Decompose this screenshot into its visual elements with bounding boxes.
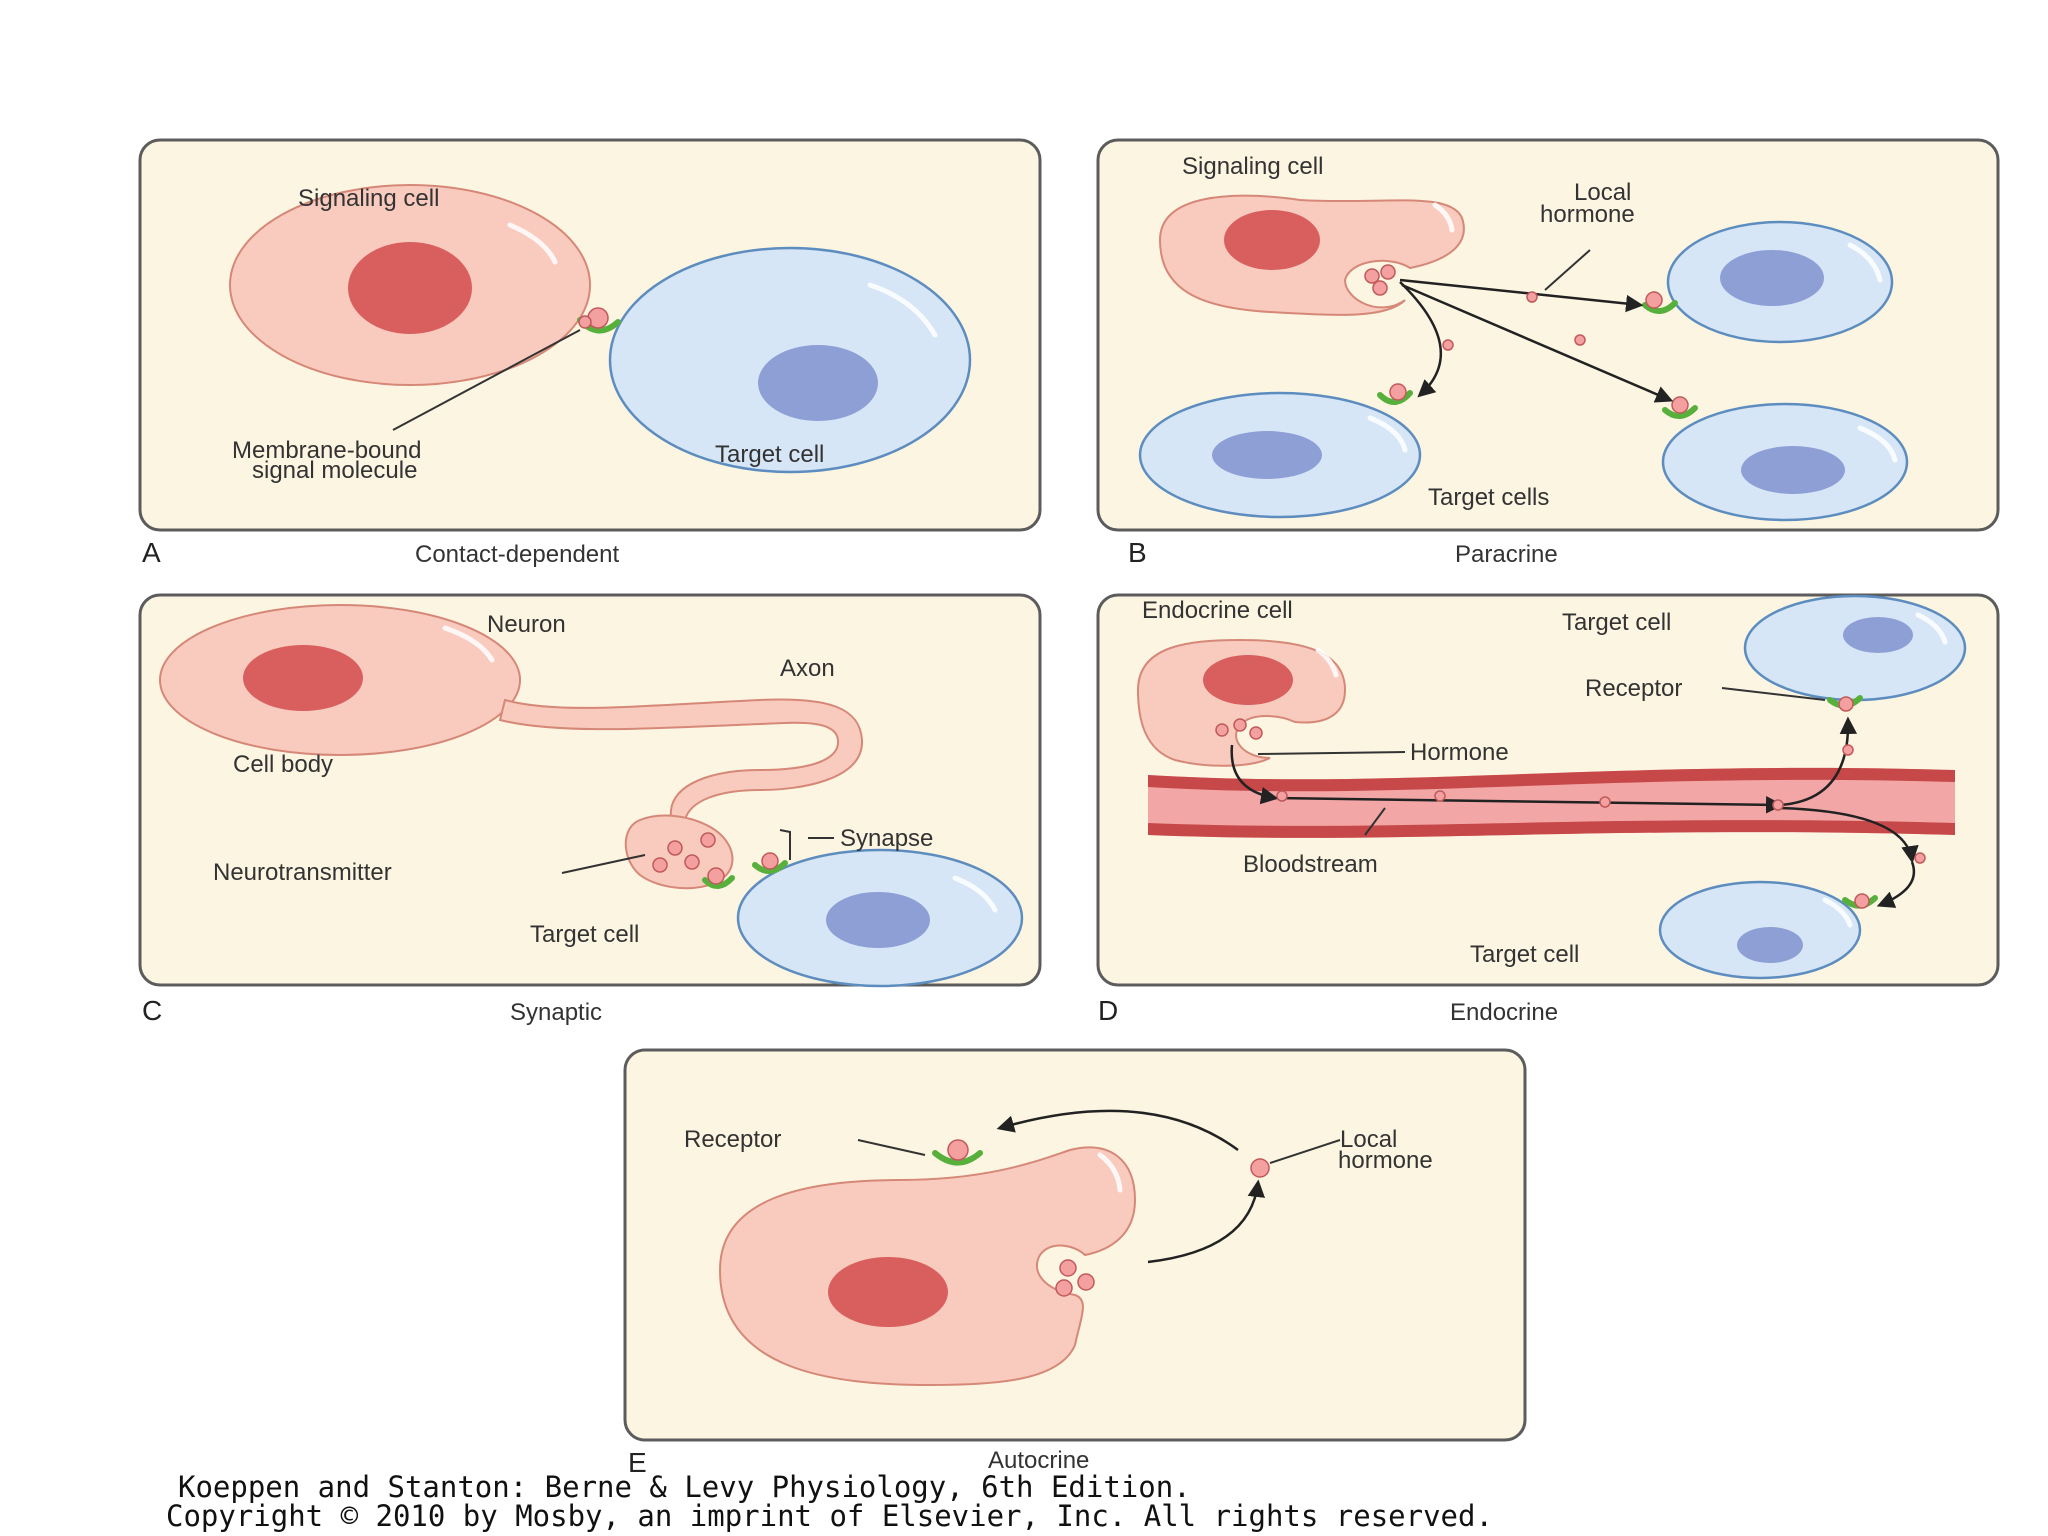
label-local-hormone-line1: Local bbox=[1340, 1126, 1397, 1153]
endocrine-cell bbox=[1136, 638, 1347, 767]
label-receptor: Receptor bbox=[1585, 675, 1682, 702]
label-hormone: Hormone bbox=[1410, 739, 1509, 766]
label-axon: Axon bbox=[780, 655, 835, 682]
target-cell-bottom bbox=[1658, 880, 1878, 980]
panel-letter-c: C bbox=[142, 995, 162, 1026]
target-cell bbox=[702, 848, 1024, 988]
signaling-cell bbox=[229, 184, 591, 386]
signaling-cell bbox=[1158, 194, 1465, 316]
label-signaling-cell: Signaling cell bbox=[298, 185, 439, 212]
label-target-cells: Target cells bbox=[1428, 484, 1549, 511]
label-local-hormone-line1: Local bbox=[1574, 179, 1631, 206]
label-signaling-cell: Signaling cell bbox=[1182, 153, 1323, 180]
autocrine-cell bbox=[718, 1146, 1137, 1387]
target-cell-right-top bbox=[1642, 220, 1894, 344]
caption-c: Synaptic bbox=[510, 999, 602, 1026]
credit-line-1: Koeppen and Stanton: Berne & Levy Physio… bbox=[178, 1470, 1191, 1504]
label-synapse: Synapse bbox=[840, 825, 933, 852]
local-hormone-molecule bbox=[1250, 1158, 1270, 1178]
membrane-bound-signal-molecule bbox=[577, 307, 621, 334]
panel-letter-a: A bbox=[142, 537, 161, 568]
panel-e: Receptor Local hormone E Autocrine bbox=[623, 1048, 1527, 1478]
label-local-hormone-line2: hormone bbox=[1540, 201, 1635, 228]
label-bloodstream: Bloodstream bbox=[1243, 851, 1378, 878]
panel-letter-d: D bbox=[1098, 995, 1118, 1026]
label-target-cell: Target cell bbox=[530, 921, 639, 948]
target-cell-right-bottom bbox=[1661, 396, 1909, 522]
label-target-cell-bottom: Target cell bbox=[1470, 941, 1579, 968]
panel-d: Endocrine cell Target cell Receptor Horm… bbox=[1096, 593, 2000, 1026]
label-molecule-line2: signal molecule bbox=[252, 457, 417, 484]
label-target-cell-top: Target cell bbox=[1562, 609, 1671, 636]
label-molecule-line1: Membrane-bound bbox=[232, 437, 421, 464]
target-cell-left-bottom bbox=[1138, 383, 1422, 519]
label-target-cell: Target cell bbox=[715, 441, 824, 468]
label-neuron: Neuron bbox=[487, 611, 566, 638]
label-endocrine-cell: Endocrine cell bbox=[1142, 597, 1293, 624]
label-cell-body: Cell body bbox=[233, 751, 333, 778]
caption-e: Autocrine bbox=[988, 1447, 1089, 1474]
caption-d: Endocrine bbox=[1450, 999, 1558, 1026]
panel-letter-b: B bbox=[1128, 537, 1147, 568]
target-cell-top bbox=[1743, 594, 1967, 712]
caption-b: Paracrine bbox=[1455, 541, 1558, 568]
panel-c: Neuron Axon Cell body Synapse Neurotrans… bbox=[138, 593, 1042, 1026]
panel-letter-e: E bbox=[628, 1447, 647, 1478]
receptor bbox=[932, 1150, 983, 1166]
target-cell bbox=[608, 246, 972, 474]
label-local-hormone-line2: hormone bbox=[1338, 1147, 1433, 1174]
panel-a: Signaling cell Membrane-bound signal mol… bbox=[138, 138, 1042, 568]
credit-line-2: Copyright © 2010 by Mosby, an imprint of… bbox=[166, 1499, 1493, 1533]
panel-b: Signaling cell Local hormone Target cell… bbox=[1096, 138, 2000, 568]
caption-a: Contact-dependent bbox=[415, 541, 619, 568]
label-receptor: Receptor bbox=[684, 1126, 781, 1153]
label-neurotransmitter: Neurotransmitter bbox=[213, 859, 392, 886]
